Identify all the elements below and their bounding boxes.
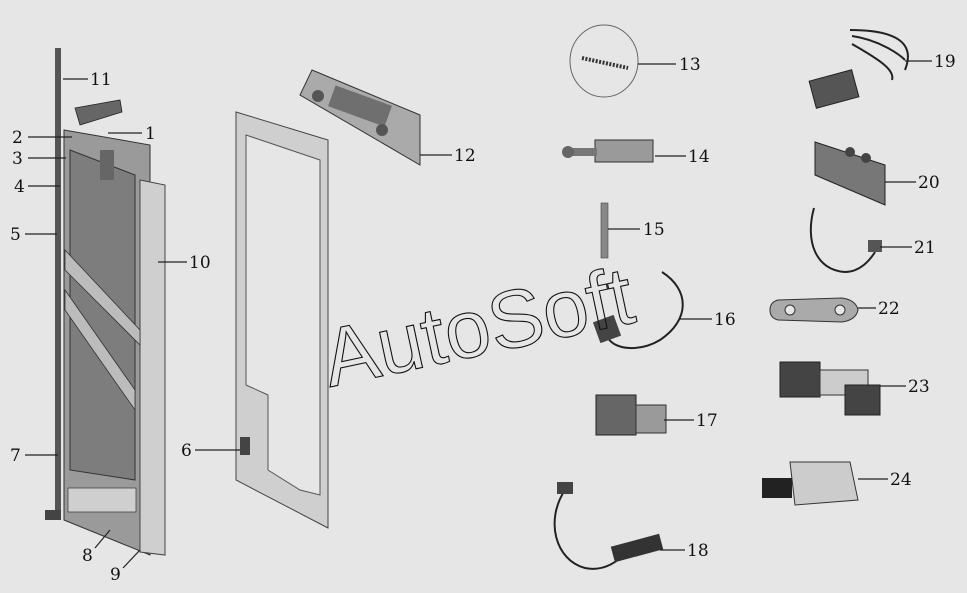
callout-23: 23 — [908, 377, 930, 397]
watermark-text: AutoSoft — [315, 250, 642, 404]
callout-2: 2 — [12, 128, 23, 148]
callout-12: 12 — [454, 146, 476, 166]
part-17-valve — [595, 394, 667, 436]
part-19-harness — [808, 29, 909, 109]
callout-15: 15 — [643, 220, 665, 240]
part-13-spring — [569, 24, 639, 98]
part-22-plate — [769, 297, 859, 323]
callout-16: 16 — [714, 310, 736, 330]
part-14-cylinder — [562, 139, 654, 163]
callout-20: 20 — [918, 173, 940, 193]
leader-lines — [25, 60, 932, 569]
part-12-bracket — [299, 69, 421, 166]
part-18-sensor-cable — [553, 482, 664, 570]
part-24-pneumatic — [762, 461, 859, 506]
callout-7: 7 — [10, 446, 21, 466]
callout-1: 1 — [145, 124, 156, 144]
callout-24: 24 — [890, 470, 912, 490]
callout-21: 21 — [914, 238, 936, 258]
callout-6: 6 — [181, 441, 192, 461]
door-assembly — [45, 48, 166, 556]
part-20-panel — [814, 141, 886, 206]
callout-19: 19 — [934, 52, 956, 72]
part-16-cable — [592, 271, 684, 349]
part-23-solenoid — [779, 361, 881, 416]
callout-5: 5 — [10, 225, 21, 245]
callout-18: 18 — [687, 541, 709, 561]
part-15-bracket — [600, 202, 609, 259]
callout-13: 13 — [679, 55, 701, 75]
part-21-wire — [809, 207, 882, 274]
part-6-glass-outline — [235, 111, 329, 529]
callout-17: 17 — [696, 411, 718, 431]
callout-8: 8 — [82, 546, 93, 566]
callout-4: 4 — [14, 177, 25, 197]
callout-14: 14 — [688, 147, 710, 167]
callout-11: 11 — [90, 70, 112, 90]
callout-numbers: 1 2 3 4 5 6 7 8 9 10 11 12 13 14 15 16 1… — [10, 52, 956, 585]
callout-9: 9 — [110, 565, 121, 585]
callout-10: 10 — [189, 253, 211, 273]
callout-22: 22 — [878, 299, 900, 319]
callout-3: 3 — [12, 149, 23, 169]
